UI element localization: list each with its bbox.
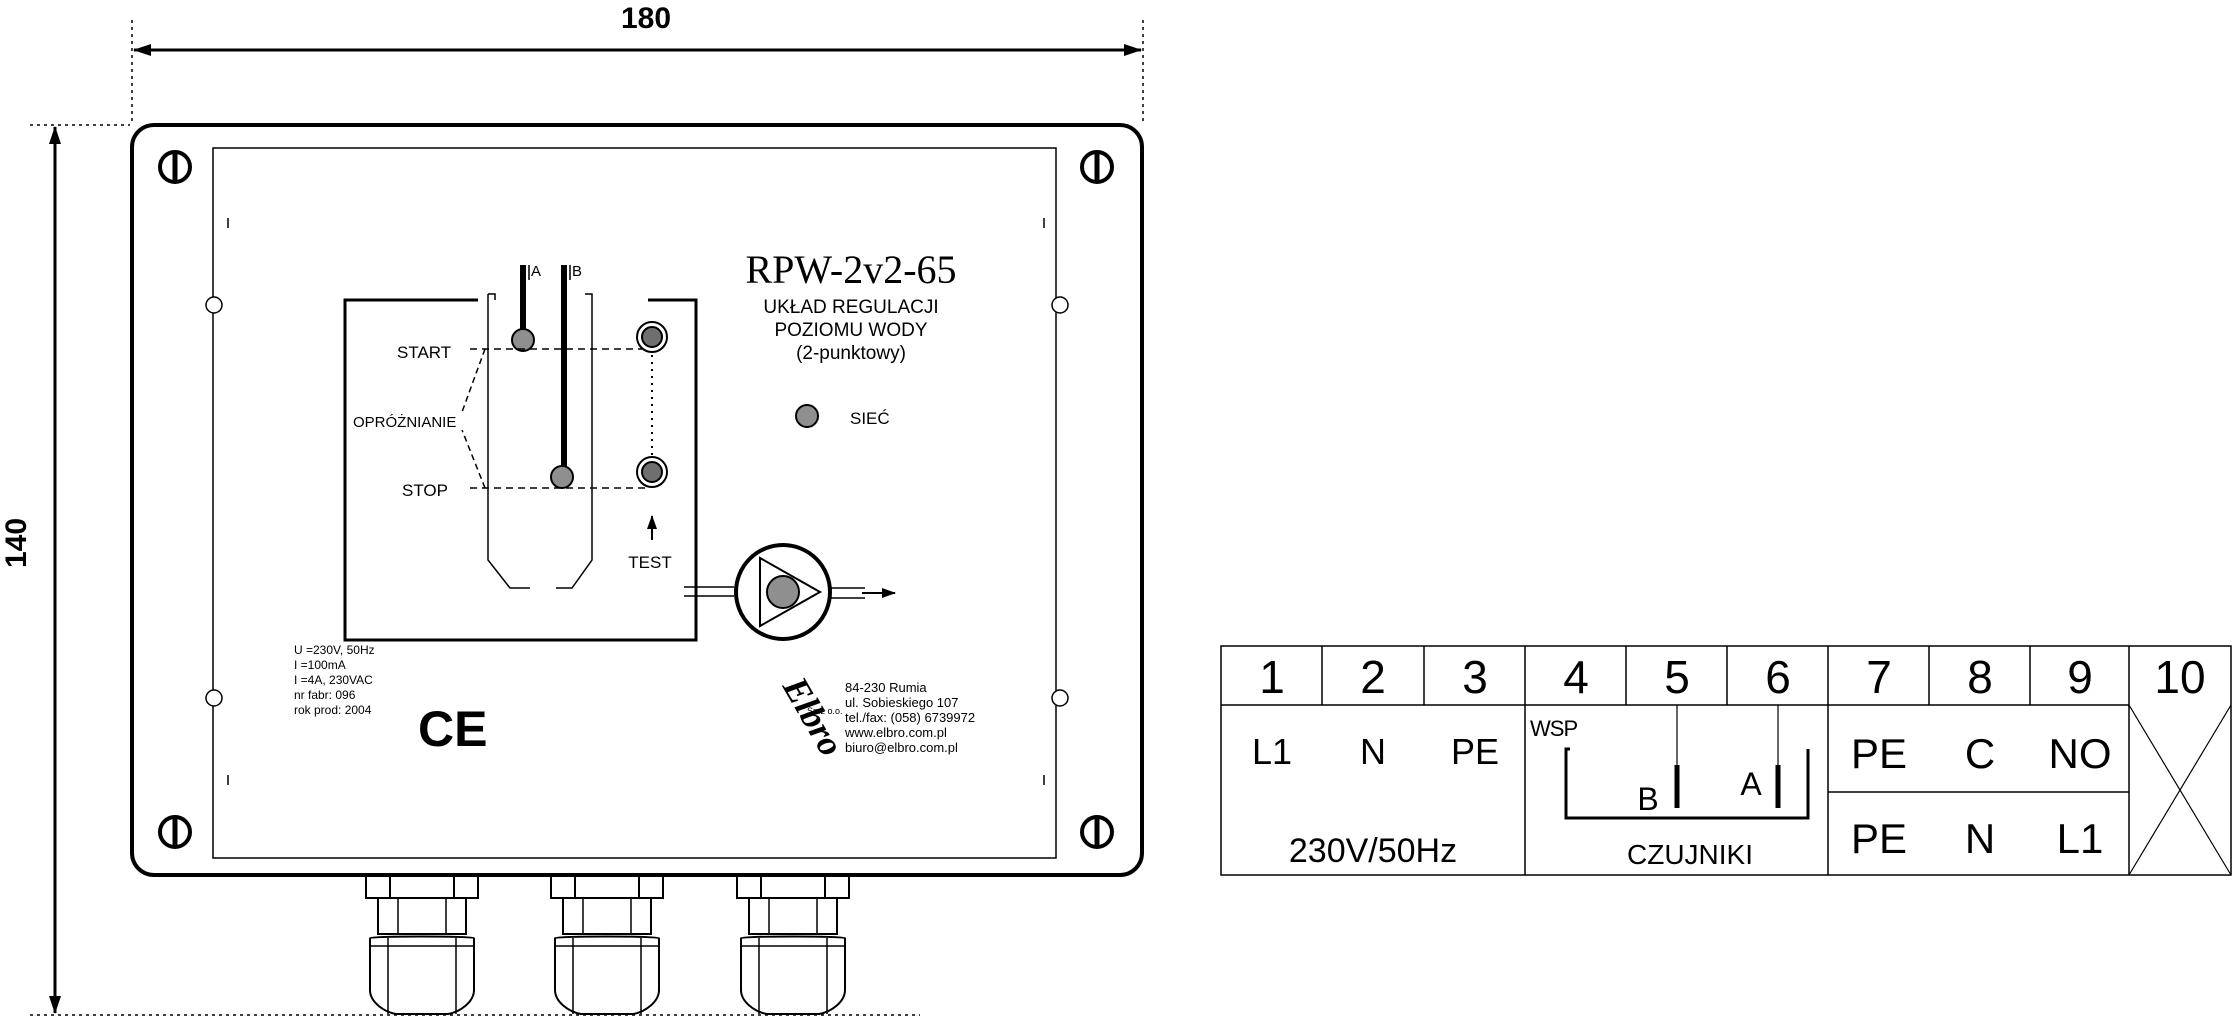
sensor-wsp-label: WSP [1530,716,1577,741]
manufacturer-phone: tel./fax: (058) 6739972 [845,710,975,725]
terminal-table: 1 2 3 4 5 6 7 8 9 10 L1 N PE 230V/50Hz W… [1220,645,2232,876]
probe-b-tip [550,465,574,489]
terminal-number: 4 [1563,651,1589,703]
mounting-hole-icon [1051,296,1069,314]
start-indicator-lamp [636,321,668,353]
model-name: RPW-2v2-65 [745,247,956,292]
sensor-a-label: A [1740,766,1762,802]
terminal-number: 9 [2067,651,2093,703]
terminal-pe-label: PE [1451,731,1499,772]
mains-indicator-lamp [795,404,819,428]
manufacturer-address-2: ul. Sobieskiego 107 [845,695,958,710]
sensor-b-label: B [1637,781,1658,817]
emptying-label: OPRÓŻNIANIE [353,413,456,431]
cable-gland [365,875,479,1015]
specifications: U =230V, 50Hz I =100mA I =4A, 230VAC nr … [294,643,375,717]
relay-bottom-n-label: N [1965,815,1995,862]
test-label: TEST [628,553,671,572]
terminal-number: 7 [1866,651,1892,703]
enclosure-outer [130,123,1144,877]
mains-label: SIEĆ [850,409,890,428]
stop-label: STOP [402,481,448,500]
screw-icon [158,815,192,849]
terminal-number: 2 [1360,651,1386,703]
cable-gland [550,875,664,1015]
relay-bottom-pe-label: PE [1851,815,1907,862]
sensors-caption: CZUJNIKI [1627,839,1753,870]
screw-icon [1080,150,1114,184]
probe-a-label: A [531,263,541,280]
relay-bottom-l1-label: L1 [2057,815,2104,862]
terminal-n-label: N [1360,731,1386,772]
subtitle-line-3: (2-punktowy) [796,343,906,364]
mounting-hole-icon [1051,689,1069,707]
relay-top-pe-label: PE [1851,730,1907,777]
mounting-hole-icon [205,689,223,707]
power-caption: 230V/50Hz [1289,832,1457,870]
subtitle-line-1: UKŁAD REGULACJI [763,297,938,318]
device-title-block: RPW-2v2-65 UKŁAD REGULACJI POZIOMU WODY … [745,247,956,364]
pump-icon [684,543,896,641]
spec-voltage: U =230V, 50Hz [294,643,375,657]
mounting-hole-icon [205,296,223,314]
manufacturer-email: biuro@elbro.com.pl [845,740,958,755]
manufacturer-website: www.elbro.com.pl [844,725,947,740]
terminal-number: 10 [2154,651,2205,703]
cable-gland [736,875,850,1015]
spec-serial: nr fabr: 096 [294,688,356,702]
terminal-l1-label: L1 [1252,731,1292,772]
stop-indicator-lamp [636,456,668,488]
spec-output: I =4A, 230VAC [294,673,373,687]
tank-schematic: A B START OPRÓŻNIANIE STOP TEST [343,263,698,642]
spec-current: I =100mA [294,658,346,672]
screw-icon [1080,815,1114,849]
relay-top-c-label: C [1965,730,1995,777]
probe-a-tip [511,328,535,352]
terminal-number: 8 [1967,651,1993,703]
terminal-number: 6 [1765,651,1791,703]
ce-mark: CE [418,701,487,757]
terminal-number: 3 [1462,651,1488,703]
spec-year: rok prod: 2004 [294,703,372,717]
probe-b-label: B [572,263,582,280]
terminal-number: 1 [1259,651,1285,703]
subtitle-line-2: POZIOMU WODY [774,320,927,341]
height-dimension: 140 [0,124,920,1016]
screw-icon [158,150,192,184]
enclosure [130,123,1144,877]
manufacturer-address-1: 84-230 Rumia [845,680,927,695]
width-dimension-label: 180 [621,2,671,35]
enclosure-lid [212,147,1057,859]
terminal-number: 5 [1664,651,1690,703]
manufacturer-logo-suffix: Sp.z o.o. [807,706,843,716]
height-dimension-label: 140 [0,518,33,568]
width-dimension: 180 [131,2,1144,125]
relay-top-no-label: NO [2049,730,2112,777]
start-label: START [397,343,451,362]
